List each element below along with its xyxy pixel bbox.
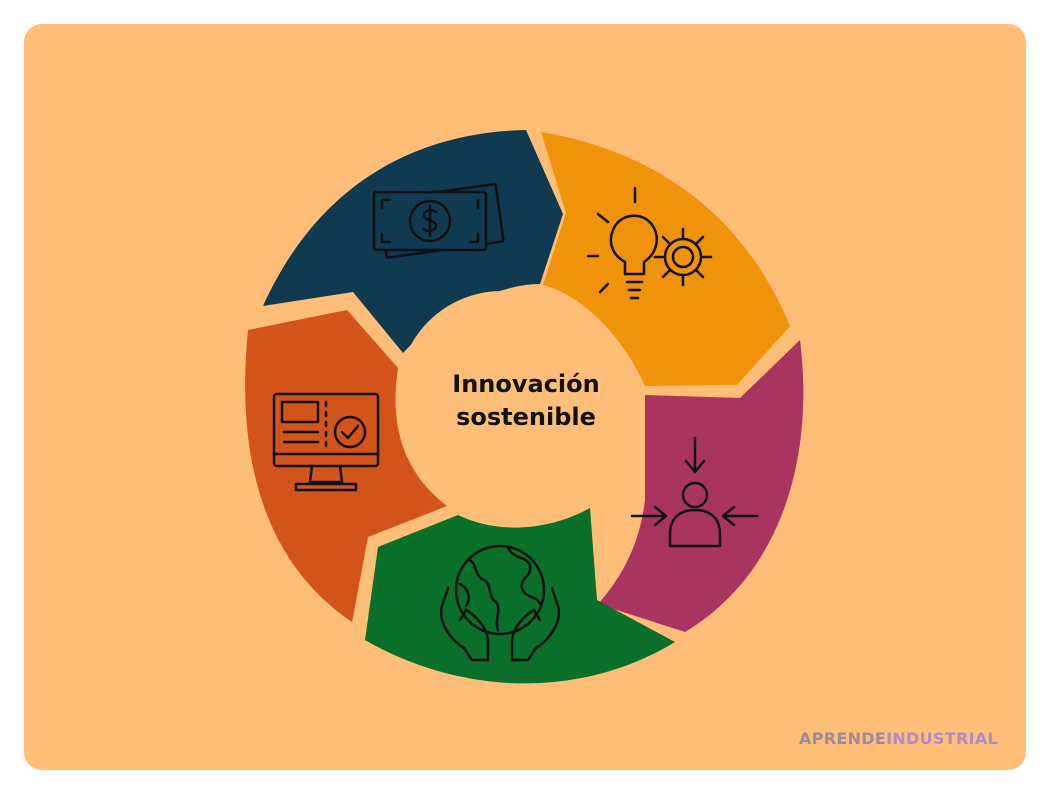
brand-logo: APRENDEINDUSTRIAL (799, 729, 998, 748)
center-title-line2: sostenible (456, 403, 596, 431)
segment-magenta (598, 340, 804, 632)
globe-hands-icon (439, 544, 561, 662)
segment-green (365, 508, 675, 684)
cycle-diagram (245, 130, 804, 684)
idea-gear-icon (586, 186, 713, 300)
money-icon (372, 182, 505, 259)
center-hub (398, 291, 606, 499)
monitor-check-icon (272, 392, 380, 492)
brand-part1: APRENDE (799, 729, 887, 748)
center-title-line1: Innovación (452, 370, 600, 398)
diagram-card: Innovación sostenible APRENDEINDUSTRIAL (24, 24, 1026, 770)
person-focus-icon (630, 436, 759, 548)
brand-part2: INDUSTRIAL (886, 729, 998, 748)
center-title: Innovación sostenible (424, 368, 628, 434)
